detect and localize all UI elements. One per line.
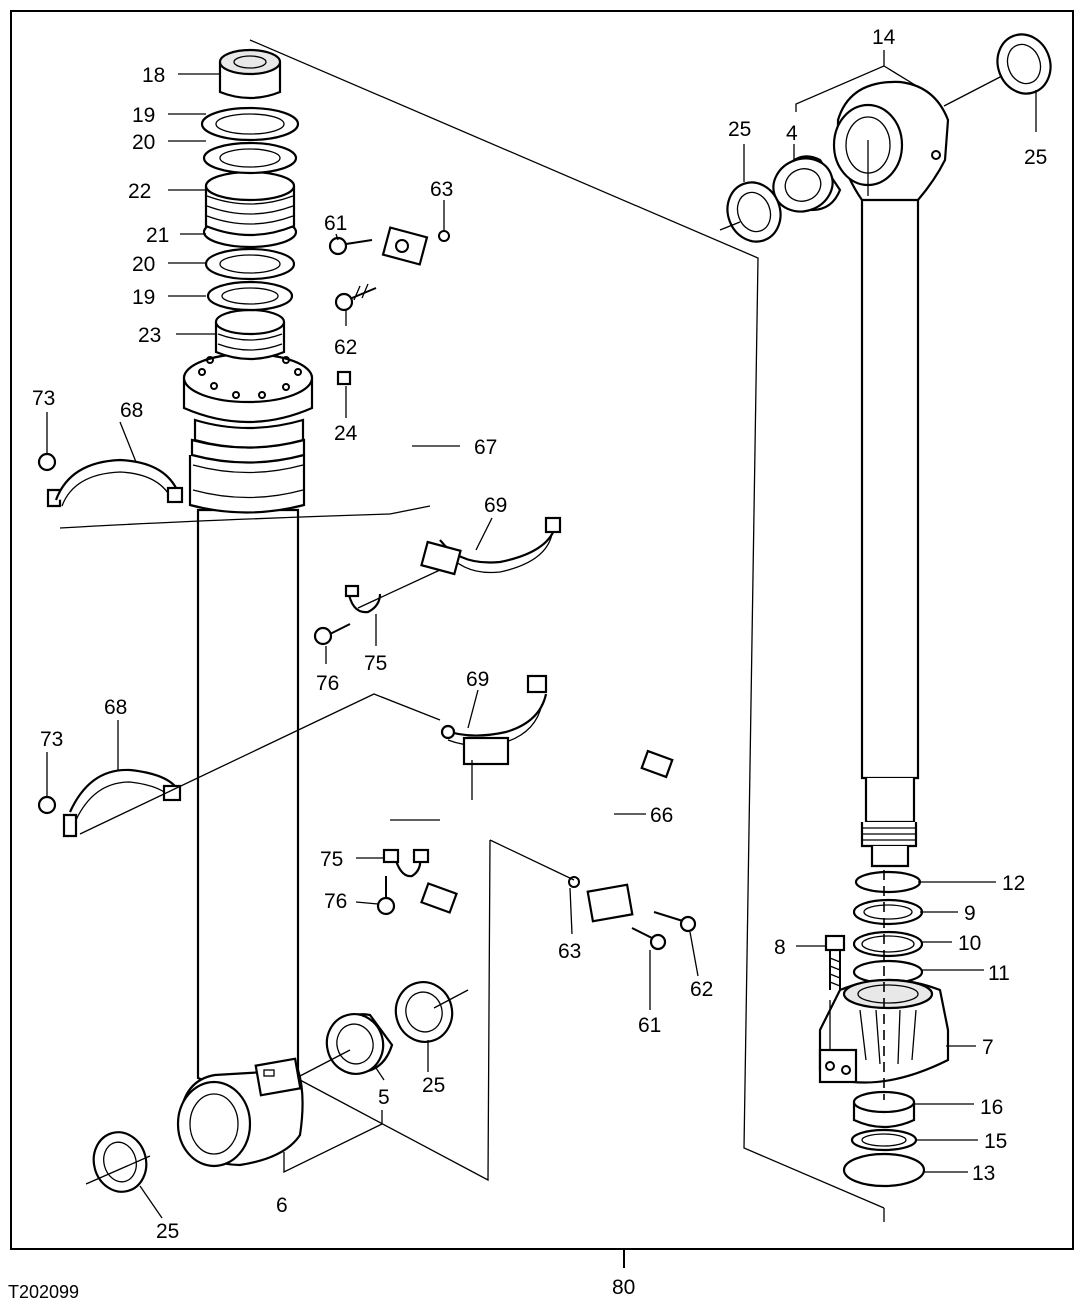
callout-24: 24 [334,422,358,445]
callout-21: 21 [146,224,169,247]
callout-11: 11 [988,962,1010,985]
callout-19-lower: 19 [132,286,155,309]
callout-9: 9 [964,902,976,925]
callout-61-upper: 61 [324,212,347,235]
callout-75-lower: 75 [320,848,343,871]
cylinder-rod [832,80,950,868]
callout-25-rod-left: 25 [728,118,751,141]
line-66 [586,675,674,923]
rod-end-seal-left [726,181,782,243]
callout-76-lower: 76 [324,890,347,913]
callout-15: 15 [984,1130,1007,1153]
callout-66: 66 [650,804,673,827]
rod-end-seal-right [996,33,1052,95]
diagram-frame [10,10,1074,1250]
clamp-69-lower [440,674,548,766]
callout-63-lower: 63 [558,940,581,963]
callout-12: 12 [1002,872,1025,895]
callout-16: 16 [980,1096,1003,1119]
callout-73-upper: 73 [32,387,55,410]
callout-19-upper: 19 [132,104,155,127]
callout-14: 14 [872,26,896,49]
clamp-69-upper [420,516,562,576]
page-number: 80 [612,1276,635,1299]
callout-68-upper: 68 [120,399,143,422]
leader-lines [46,50,1037,1219]
callout-23: 23 [138,324,161,347]
callout-18: 18 [142,64,165,87]
clamp-68-lower [68,768,182,821]
guide-lines [59,39,1003,1222]
callout-69-upper: 69 [484,494,507,517]
callout-labels: 18 19 20 22 21 20 19 23 24 73 68 73 68 6… [32,26,1047,1243]
callout-13: 13 [972,1162,995,1185]
callout-68-lower: 68 [104,696,127,719]
callout-4: 4 [786,122,798,145]
callout-25-bottom-left: 25 [156,1220,179,1243]
callout-76-upper: 76 [316,672,339,695]
callout-62-upper: 62 [334,336,357,359]
callout-20-lower: 20 [132,253,155,276]
callout-25-bottom-right: 25 [422,1074,445,1097]
line-67 [381,226,458,914]
figure-id: T202099 [8,1282,79,1302]
callout-61-lower: 61 [638,1014,661,1037]
callout-22: 22 [128,180,151,203]
callout-62-lower: 62 [690,978,713,1001]
callout-8: 8 [774,936,786,959]
rod-end-bushing [772,155,842,213]
callout-5: 5 [378,1086,390,1109]
bottom-eye-seal-right [394,981,454,1043]
callout-10: 10 [958,932,981,955]
callout-7: 7 [982,1036,994,1059]
bottom-eye-seal-left [92,1131,148,1193]
cylinder-barrel [176,48,314,1168]
bottom-eye-bushing [325,1013,394,1075]
callout-6: 6 [276,1194,288,1217]
callout-75-upper: 75 [364,652,387,675]
callout-69-lower: 69 [466,668,489,691]
clamp-68-upper [54,458,184,507]
callout-73-lower: 73 [40,728,63,751]
callout-25-rod-right: 25 [1024,146,1047,169]
callout-67: 67 [474,436,497,459]
callout-20-upper: 20 [132,131,155,154]
callout-63-upper: 63 [430,178,453,201]
